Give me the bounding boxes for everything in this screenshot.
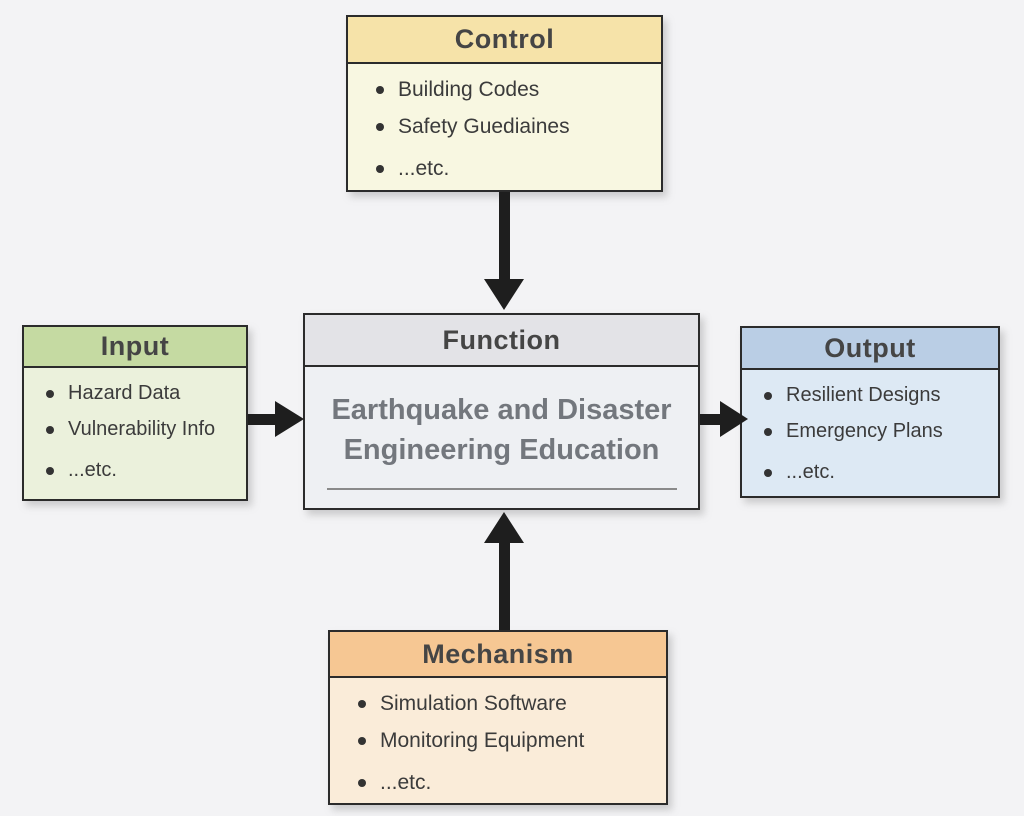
bullet-icon xyxy=(764,427,772,436)
list-item: ...etc. xyxy=(46,459,236,482)
output-box: Output Resilient Designs Emergency Plans… xyxy=(740,326,1000,498)
arrow-head-up-icon xyxy=(484,512,524,543)
list-item: Simulation Software xyxy=(358,692,656,716)
function-label: Earthquake and Disaster Engineering Educ… xyxy=(331,391,671,469)
list-item-label: ...etc. xyxy=(398,157,450,180)
input-title: Input xyxy=(100,331,170,361)
list-item: ...etc. xyxy=(358,771,656,795)
list-item-label: Safety Guediaines xyxy=(398,115,570,138)
bullet-icon xyxy=(376,165,384,173)
bullet-icon xyxy=(764,468,772,477)
bullet-icon xyxy=(358,700,366,708)
input-body: Hazard Data Vulnerability Info ...etc. xyxy=(24,368,246,499)
list-item-label: Resilient Designs xyxy=(786,384,941,406)
input-box: Input Hazard Data Vulnerability Info ...… xyxy=(22,325,248,501)
arrow-shaft xyxy=(499,192,510,280)
arrow-head-right-icon xyxy=(275,401,304,437)
control-body: Building Codes Safety Guediaines ...etc. xyxy=(348,64,661,194)
input-header: Input xyxy=(24,327,246,368)
list-item-label: ...etc. xyxy=(380,771,432,794)
mechanism-list: Simulation Software Monitoring Equipment… xyxy=(330,678,666,795)
list-item-label: Building Codes xyxy=(398,78,540,101)
bullet-icon xyxy=(46,466,54,475)
bullet-icon xyxy=(46,389,54,398)
list-item: Building Codes xyxy=(376,78,651,102)
function-label-line2: Engineering Education xyxy=(343,433,660,466)
arrow-head-right-icon xyxy=(720,401,748,437)
bullet-icon xyxy=(358,779,366,787)
list-item: Monitoring Equipment xyxy=(358,729,656,753)
bullet-icon xyxy=(46,425,54,434)
output-body: Resilient Designs Emergency Plans ...etc… xyxy=(742,370,998,497)
list-item-label: Hazard Data xyxy=(68,382,181,404)
mechanism-title: Mechanism xyxy=(422,638,574,669)
arrow-input-to-function-icon xyxy=(248,401,304,438)
output-list: Resilient Designs Emergency Plans ...etc… xyxy=(742,370,998,484)
list-item-label: Monitoring Equipment xyxy=(380,729,585,752)
bullet-icon xyxy=(376,86,384,94)
arrow-head-down-icon xyxy=(484,279,524,310)
output-title: Output xyxy=(824,332,916,363)
list-item: Vulnerability Info xyxy=(46,418,236,441)
arrow-function-to-output-icon xyxy=(700,401,748,438)
arrow-shaft xyxy=(248,414,276,425)
list-item-label: ...etc. xyxy=(68,459,117,481)
list-item-label: Vulnerability Info xyxy=(68,418,216,440)
mechanism-box: Mechanism Simulation Software Monitoring… xyxy=(328,630,668,805)
control-header: Control xyxy=(348,17,661,64)
input-list: Hazard Data Vulnerability Info ...etc. xyxy=(24,368,246,482)
arrow-shaft xyxy=(700,414,721,425)
control-box: Control Building Codes Safety Guediaines… xyxy=(346,15,663,192)
mechanism-body: Simulation Software Monitoring Equipment… xyxy=(330,678,666,808)
list-item-label: Simulation Software xyxy=(380,692,567,715)
bullet-icon xyxy=(376,123,384,131)
arrow-shaft xyxy=(499,542,510,630)
list-item-label: Emergency Plans xyxy=(786,420,943,442)
function-header: Function xyxy=(305,315,698,367)
list-item: ...etc. xyxy=(376,157,651,181)
list-item: Hazard Data xyxy=(46,382,236,405)
control-list: Building Codes Safety Guediaines ...etc. xyxy=(348,64,661,181)
list-item-label: ...etc. xyxy=(786,461,835,483)
function-title: Function xyxy=(442,324,561,355)
function-underline xyxy=(326,487,677,490)
arrow-control-to-function-icon xyxy=(484,192,524,310)
list-item: Safety Guediaines xyxy=(376,115,651,139)
bullet-icon xyxy=(358,737,366,745)
output-header: Output xyxy=(742,328,998,370)
list-item: ...etc. xyxy=(764,461,988,484)
function-label-line1: Earthquake and Disaster xyxy=(331,394,672,427)
list-item: Emergency Plans xyxy=(764,420,988,443)
arrow-mechanism-to-function-icon xyxy=(484,512,524,630)
function-body: Earthquake and Disaster Engineering Educ… xyxy=(305,367,698,508)
function-box: Function Earthquake and Disaster Enginee… xyxy=(303,313,700,510)
control-title: Control xyxy=(454,24,555,54)
list-item: Resilient Designs xyxy=(764,384,988,407)
mechanism-header: Mechanism xyxy=(330,632,666,678)
bullet-icon xyxy=(764,391,772,400)
